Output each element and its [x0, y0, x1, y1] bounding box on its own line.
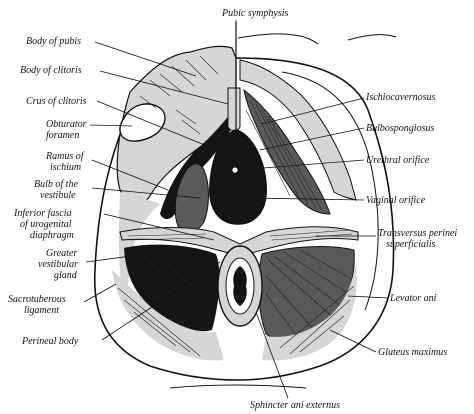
pubis-shading [139, 55, 219, 135]
levator-ani-left [124, 244, 220, 332]
label-pubic-symphysis: Pubic symphysis [221, 8, 288, 19]
label-gluteus-maximus: Gluteus maximus [378, 347, 447, 358]
obturator-foramen [119, 103, 166, 142]
top-cut-line [237, 33, 319, 45]
levator-striations-right [265, 249, 355, 339]
label-bulb-of-vestibule-1: Bulb of the [34, 179, 78, 190]
label-sacrotuberous-ligament-1: Sacrotuberous [8, 294, 66, 305]
label-sphincter-ani-externus: Sphincter ani externus [250, 400, 340, 411]
label-greater-vestibular-gland-1: Greater [46, 248, 77, 259]
label-crus-of-clitoris: Crus of clitoris [26, 96, 87, 107]
transversus-fibres [127, 229, 353, 241]
outer-skin-outline [93, 57, 395, 381]
label-greater-vestibular-gland-3: gland [54, 270, 78, 281]
label-perineal-body: Perineal body [21, 336, 79, 347]
label-vaginal-orifice: Vaginal orifice [366, 195, 426, 206]
clitoris-body [227, 87, 241, 131]
gluteal-hatch-right [279, 285, 355, 355]
label-inferior-fascia-2: of urogenital [20, 219, 72, 230]
leader-lines [83, 20, 389, 399]
pubic-bone-left [116, 45, 237, 205]
label-urethral-orifice: Urethral orifice [366, 155, 430, 166]
muscle-striations-right [245, 99, 323, 211]
anal-wrinkles [235, 275, 245, 297]
label-levator-ani: Levator ani [389, 293, 437, 304]
label-inferior-fascia-1: Inferior fascia [13, 208, 72, 219]
label-body-of-clitoris: Body of clitoris [20, 65, 82, 76]
label-obturator-foramen-2: foramen [46, 130, 79, 141]
urethral-orifice [231, 166, 239, 174]
vestibule [209, 129, 267, 225]
top-cut-line-right [347, 34, 397, 41]
label-greater-vestibular-gland-2: vestibular [38, 259, 78, 270]
label-bulb-of-vestibule-2: vestibule [40, 190, 76, 201]
label-sacrotuberous-ligament-2: ligament [24, 305, 59, 316]
label-ischiocavernosus: Ischiocavernosus [365, 92, 436, 103]
label-inferior-fascia-3: diaphragm [30, 230, 74, 241]
gluteal-right [262, 262, 357, 361]
label-obturator-foramen-1: Obturator [46, 119, 87, 130]
levator-striations-left [125, 249, 217, 329]
ischiocavernosus-right [243, 88, 331, 215]
bottom-cut-line [169, 384, 307, 389]
gluteal-left [112, 270, 224, 361]
right-pubic-ramus [239, 59, 357, 201]
bulb-of-vestibule [174, 163, 209, 233]
label-transversus-perinei-2: superficialis [386, 239, 436, 250]
label-bulbospongiosus: Bulbospongiosus [366, 123, 434, 134]
label-body-of-pubis: Body of pubis [26, 36, 81, 47]
label-ramus-of-ischium-1: Ramus of [45, 151, 85, 162]
label-transversus-perinei-1: Transversus perinei [378, 228, 457, 239]
gluteal-hatch-left [117, 287, 201, 357]
inner-skin-fold [281, 71, 379, 311]
label-ramus-of-ischium-2: ischium [50, 162, 81, 173]
